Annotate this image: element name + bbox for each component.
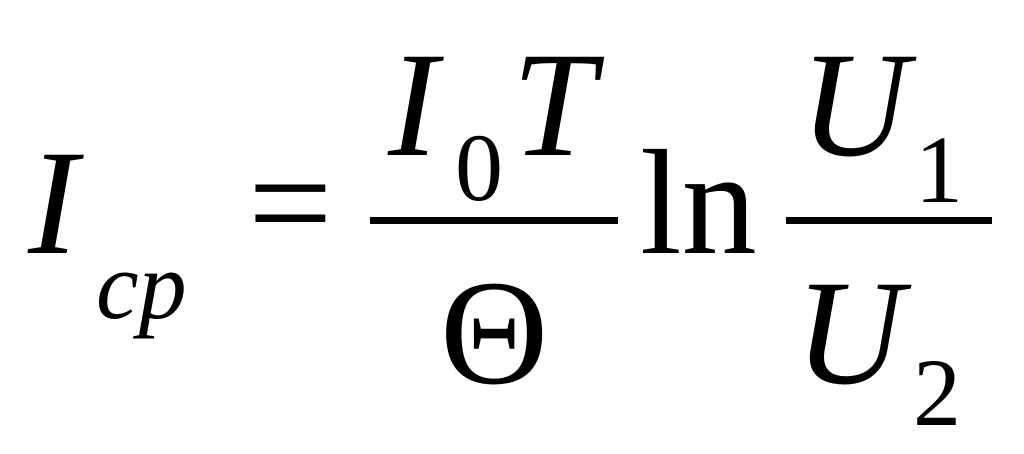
lhs-subscript: cp: [96, 232, 187, 339]
fraction2-denominator-symbol: U: [795, 250, 904, 416]
lhs-symbol: I: [28, 120, 78, 286]
equals-sign: =: [248, 120, 333, 286]
fraction2-numerator-symbol: U: [800, 22, 909, 188]
ln-function: ln: [640, 120, 757, 286]
fraction1-numerator-symbol: I: [388, 22, 438, 188]
fraction2-numerator-subscript: 1: [915, 116, 963, 223]
fraction2-bar: [786, 217, 992, 224]
fraction1-denominator: Θ: [440, 250, 549, 416]
fraction1-bar: [370, 217, 618, 224]
fraction2-denominator-subscript: 2: [913, 339, 961, 446]
fraction1-numerator-factor: T: [512, 22, 596, 188]
fraction1-numerator-subscript: 0: [455, 114, 503, 221]
